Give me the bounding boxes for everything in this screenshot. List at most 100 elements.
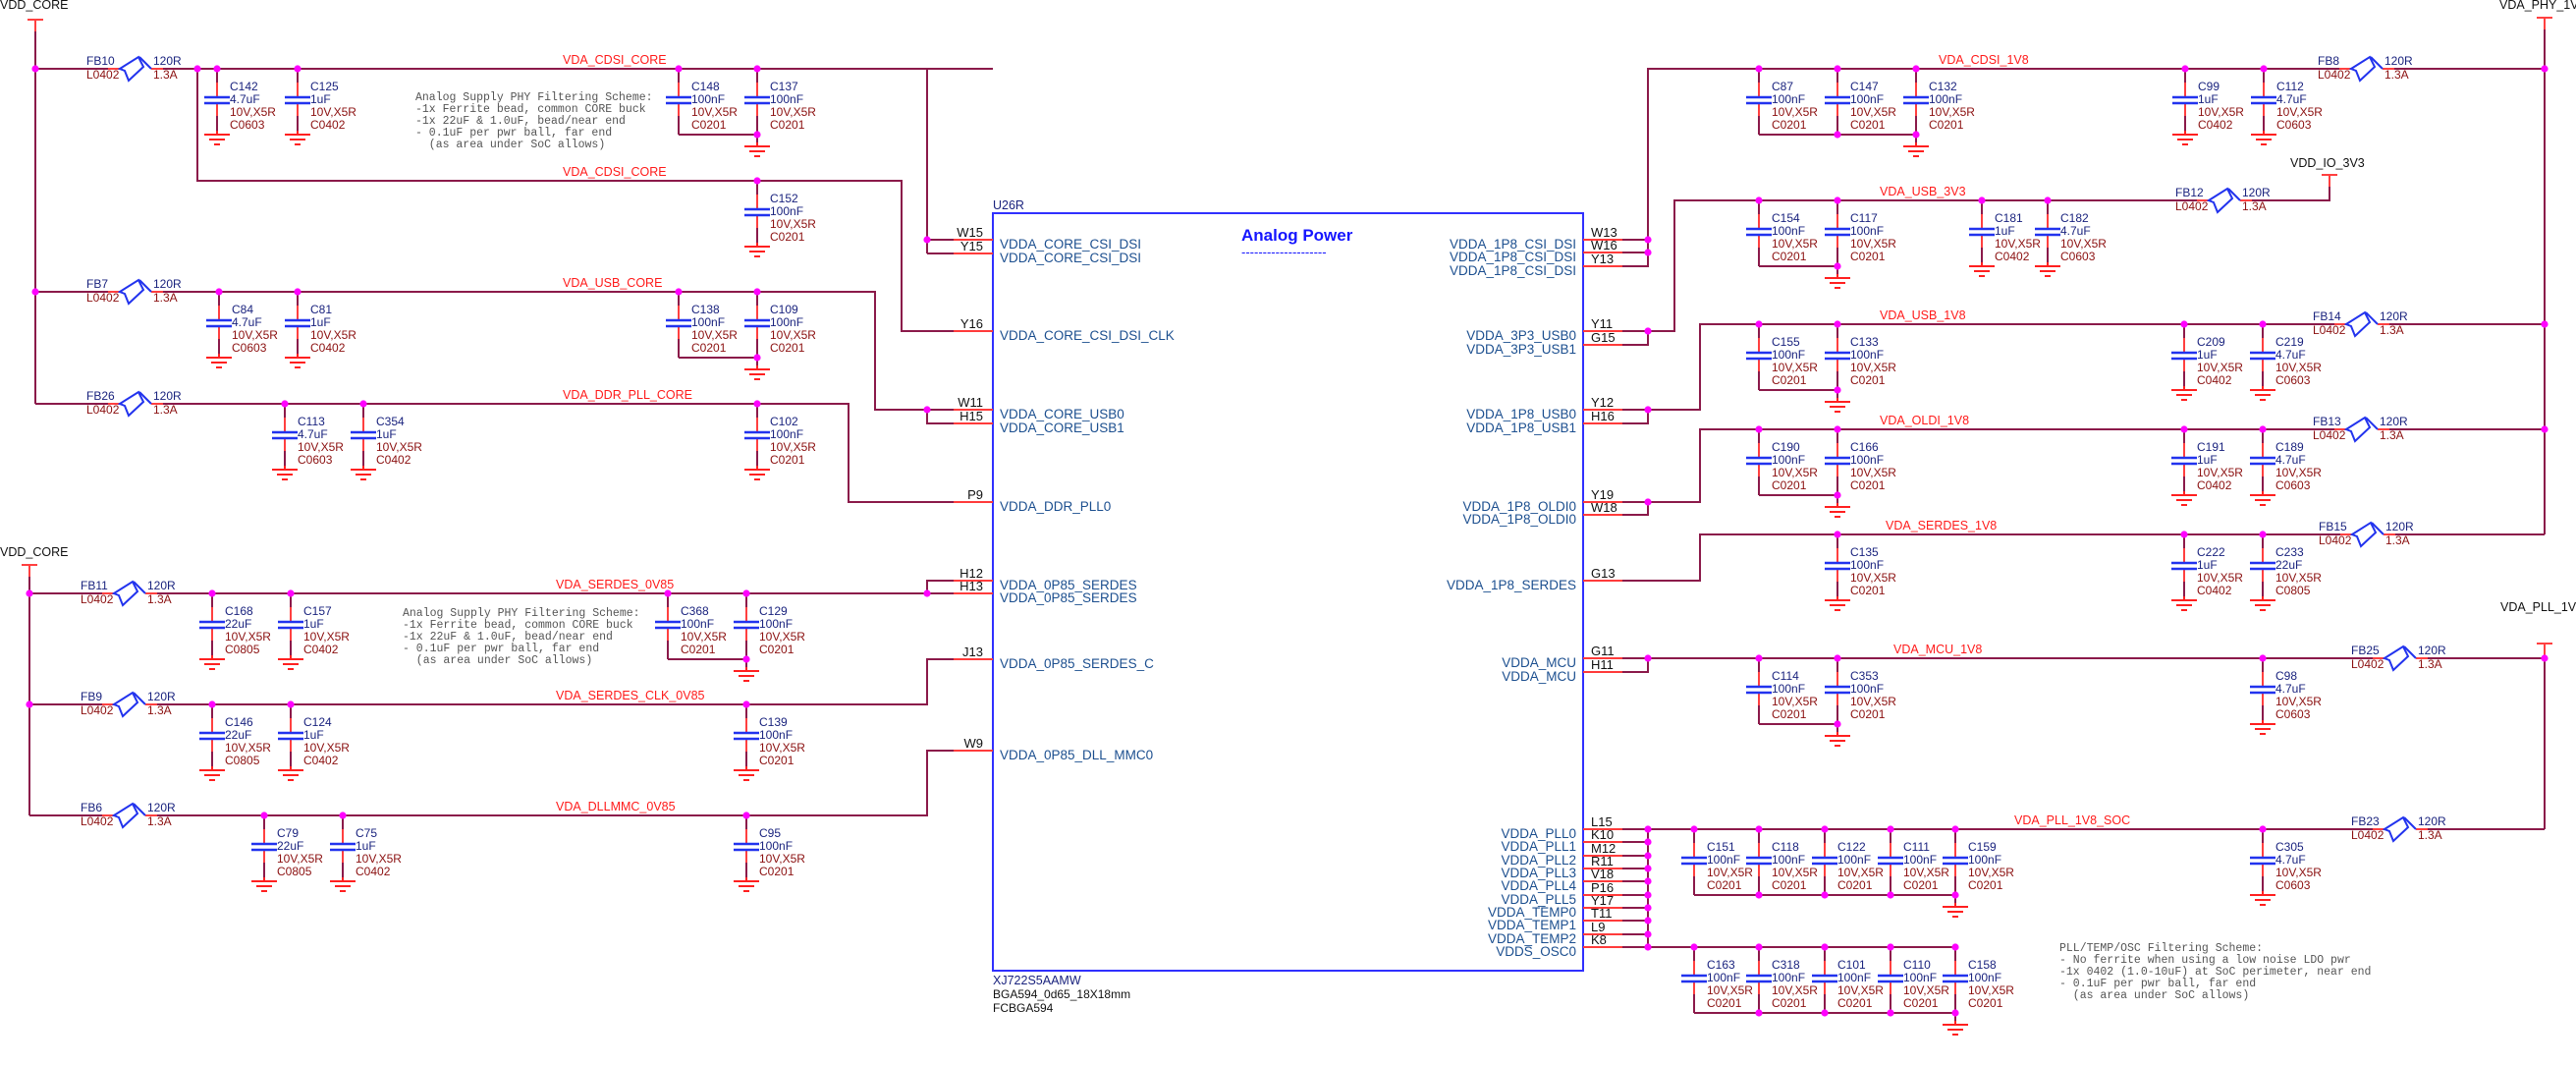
ic-body[interactable] [992,212,1584,972]
ic-u26r[interactable]: U26R Analog Power -------------------- X… [992,198,1584,1015]
